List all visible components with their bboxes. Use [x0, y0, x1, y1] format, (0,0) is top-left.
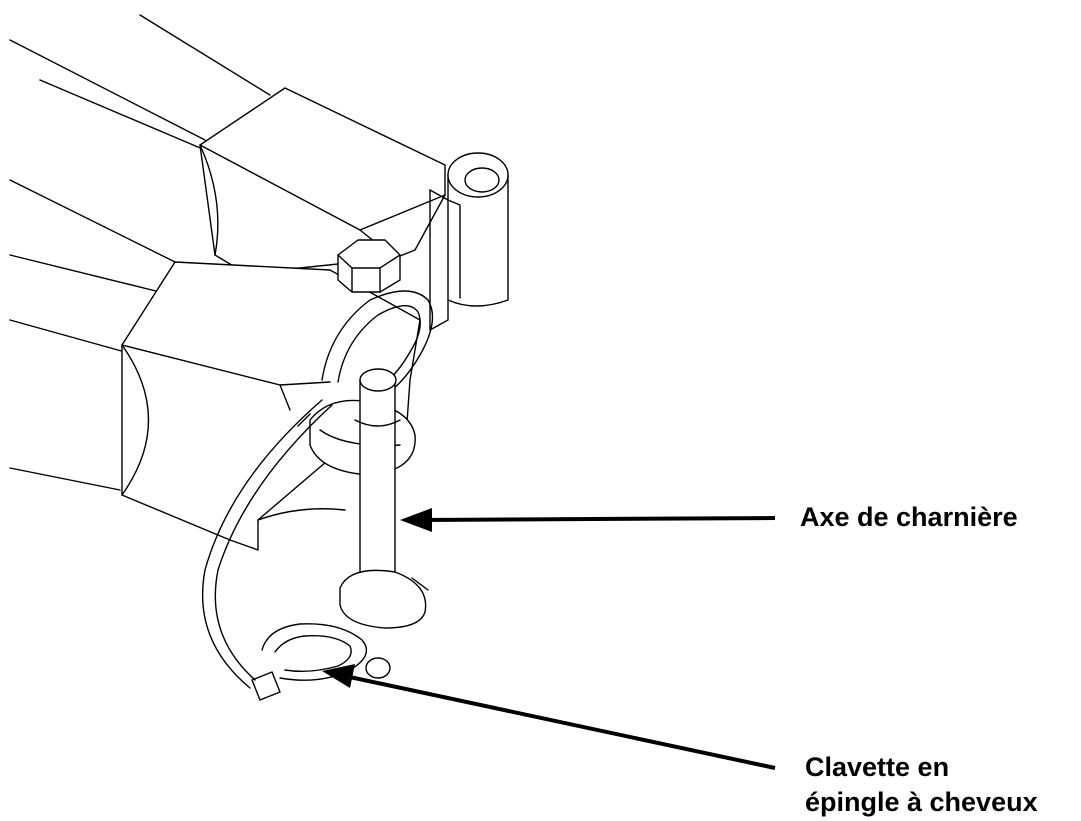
lower-clevis-block: [121, 261, 421, 551]
hinge-pin: [309, 368, 429, 679]
pin-ring-loop: [321, 290, 434, 401]
hex-bolt-head: [337, 239, 401, 293]
hair-pin-clip: [251, 623, 368, 701]
label-hair-pin-line1: Clavette en: [805, 752, 950, 782]
arrow-hair-pin: [322, 664, 776, 770]
label-hinge-pin: Axe de charnière: [800, 502, 1018, 532]
retaining-cable: [201, 399, 333, 689]
beam-lines: [9, 14, 271, 491]
arrow-hinge-pin: [400, 508, 776, 532]
upper-clevis-block: [199, 87, 446, 271]
hinge-barrel: [429, 152, 509, 331]
label-hair-pin-line2: épingle à cheveux: [805, 787, 1038, 817]
